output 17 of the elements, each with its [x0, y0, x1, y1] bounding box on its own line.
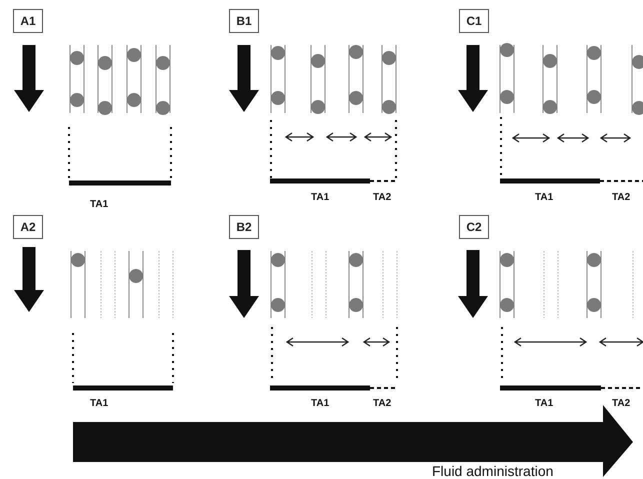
phase-label: TA1: [535, 398, 554, 409]
phase-label: TA1: [535, 192, 554, 203]
phase-label: TA2: [373, 192, 392, 203]
phase-label: TA2: [373, 398, 392, 409]
phase-label: TA1: [90, 199, 108, 210]
axis-label: Fluid administration: [432, 463, 554, 479]
phase-label: TA1: [90, 398, 108, 409]
phase-label: TA1: [311, 192, 330, 203]
panel-label: A2: [13, 215, 43, 239]
panel-label: C2: [459, 215, 489, 239]
phase-label: TA2: [612, 398, 630, 409]
panel-label: B2: [229, 215, 259, 239]
panel-label: B1: [229, 9, 259, 33]
panel-label: C1: [459, 9, 489, 33]
phase-label: TA1: [311, 398, 330, 409]
phase-label: TA2: [612, 192, 630, 203]
panel-label: A1: [13, 9, 43, 33]
